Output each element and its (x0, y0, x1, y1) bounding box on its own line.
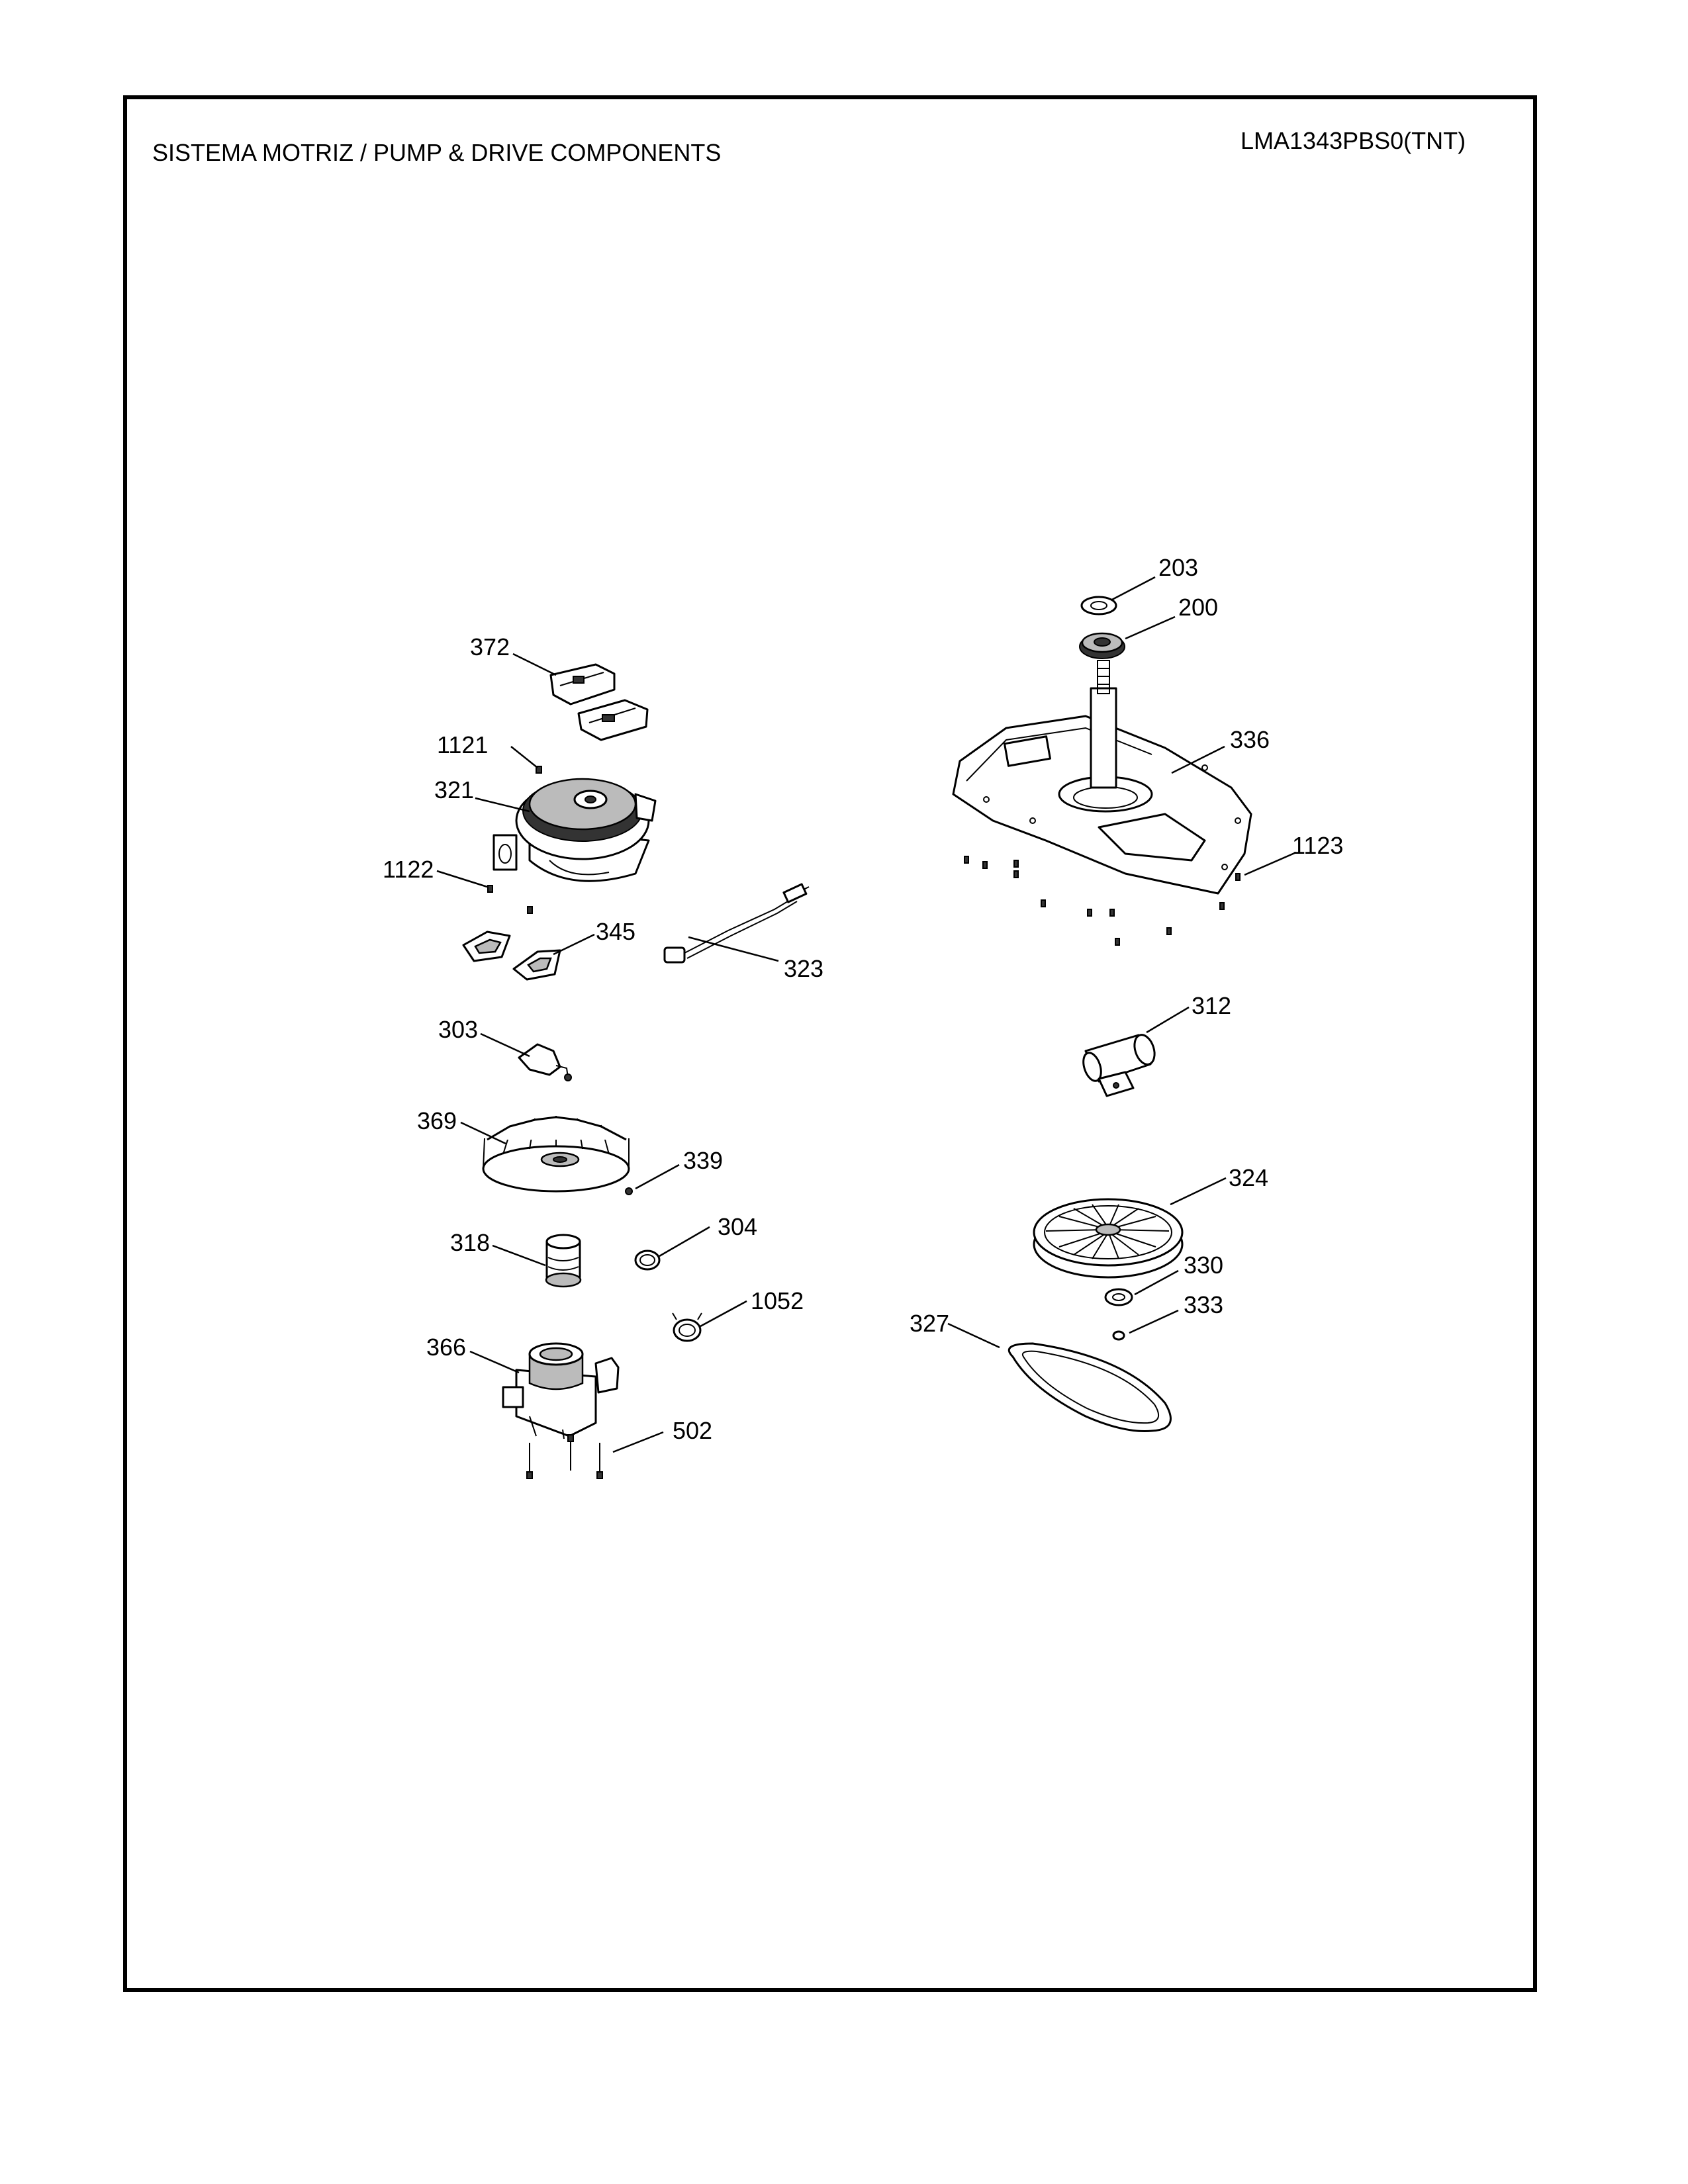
callout-318: 318 (450, 1229, 490, 1256)
callout-1122: 1122 (383, 856, 434, 883)
callout-336: 336 (1230, 726, 1270, 753)
callout-366: 366 (426, 1334, 466, 1361)
part-1123-screws (964, 856, 1241, 946)
part-321-motor (492, 778, 657, 882)
callout-303: 303 (438, 1016, 478, 1043)
callout-1121: 1121 (437, 731, 488, 758)
callout-321: 321 (434, 776, 474, 803)
callout-203: 203 (1158, 554, 1198, 581)
callout-369: 369 (417, 1107, 457, 1134)
callout-345: 345 (596, 918, 635, 945)
leader-lines (436, 576, 1297, 1453)
part-366-pump (502, 1342, 620, 1439)
part-312-capacitor (1082, 1034, 1156, 1097)
part-200-seal (1079, 632, 1125, 659)
part-345-pads (462, 931, 561, 981)
part-1122-screws (487, 885, 533, 914)
part-372-brackets (549, 663, 649, 741)
callout-1123: 1123 (1292, 832, 1343, 859)
part-330-washer (1104, 1288, 1133, 1306)
part-327-belt (1008, 1342, 1172, 1432)
part-318-filter (545, 1234, 582, 1288)
callout-333: 333 (1184, 1291, 1223, 1318)
part-303-clip (518, 1043, 572, 1081)
callout-339: 339 (683, 1147, 723, 1174)
callout-312: 312 (1192, 992, 1231, 1019)
part-1121-screw (536, 766, 542, 774)
part-339-pin (625, 1187, 633, 1195)
part-304-clamp (634, 1250, 661, 1271)
part-203-washer (1080, 596, 1117, 615)
part-324-pulley (1033, 1198, 1184, 1279)
page-title: SISTEMA MOTRIZ / PUMP & DRIVE COMPONENTS (152, 139, 722, 166)
callout-200: 200 (1178, 594, 1218, 621)
part-502-screws (526, 1434, 603, 1479)
callout-330: 330 (1184, 1251, 1223, 1279)
callout-327: 327 (910, 1310, 949, 1337)
model-number: LMA1343PBS0(TNT) (1241, 127, 1466, 154)
part-369-fan (482, 1116, 630, 1193)
part-336-mounting-plate (952, 660, 1252, 895)
part-1052-clamp (672, 1312, 702, 1342)
callout-324: 324 (1229, 1164, 1268, 1191)
callout-304: 304 (718, 1213, 757, 1240)
callout-323: 323 (784, 955, 823, 982)
callout-labels: 203 200 372 336 1121 321 1123 1122 345 3… (383, 554, 1343, 1444)
diagram-frame (123, 95, 1537, 1992)
callout-502: 502 (673, 1417, 712, 1444)
callout-1052: 1052 (751, 1287, 804, 1314)
callout-372: 372 (470, 633, 510, 660)
part-333-ring (1112, 1330, 1125, 1341)
